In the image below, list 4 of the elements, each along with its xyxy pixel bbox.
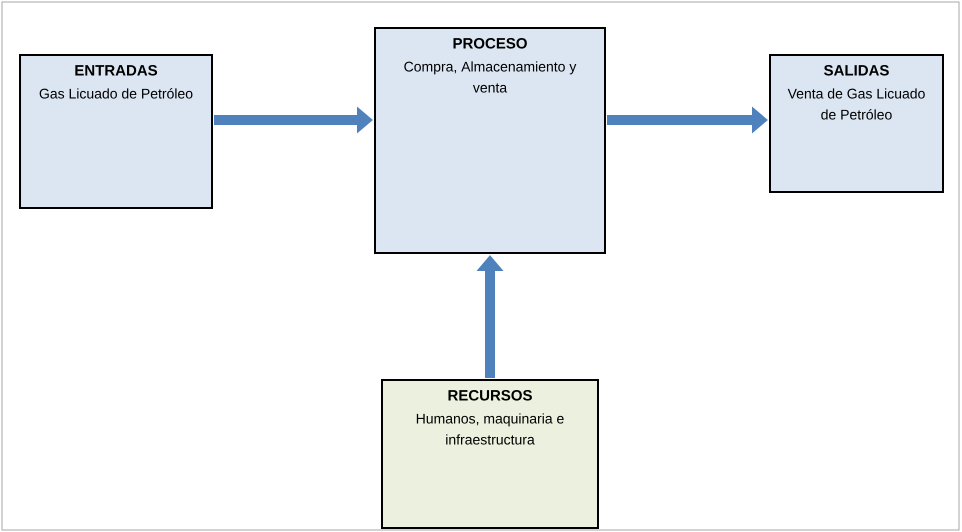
process-box: RECURSOS Humanos, maquinaria e infraestructura [381,378,599,529]
process-box: PROCESO Compra, Almacenamiento y venta [374,27,606,254]
process-box: ENTRADAS Gas Licuado de Petróleo [19,54,213,209]
process-box: SALIDAS Venta de Gas Licuado de Petróleo [769,54,944,193]
